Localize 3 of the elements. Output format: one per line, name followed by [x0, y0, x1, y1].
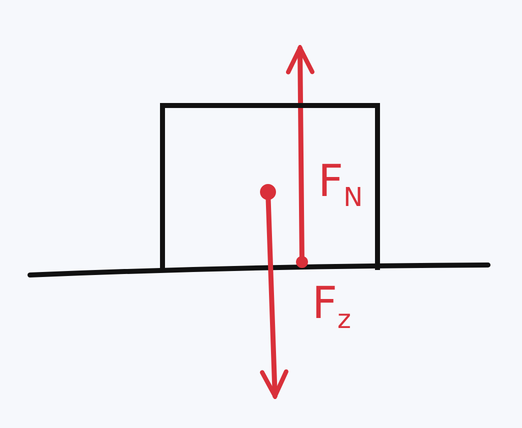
- block: [160, 103, 380, 270]
- force-label: F$_{z}$: [312, 282, 351, 333]
- force-label: F$_{N}$: [318, 160, 363, 211]
